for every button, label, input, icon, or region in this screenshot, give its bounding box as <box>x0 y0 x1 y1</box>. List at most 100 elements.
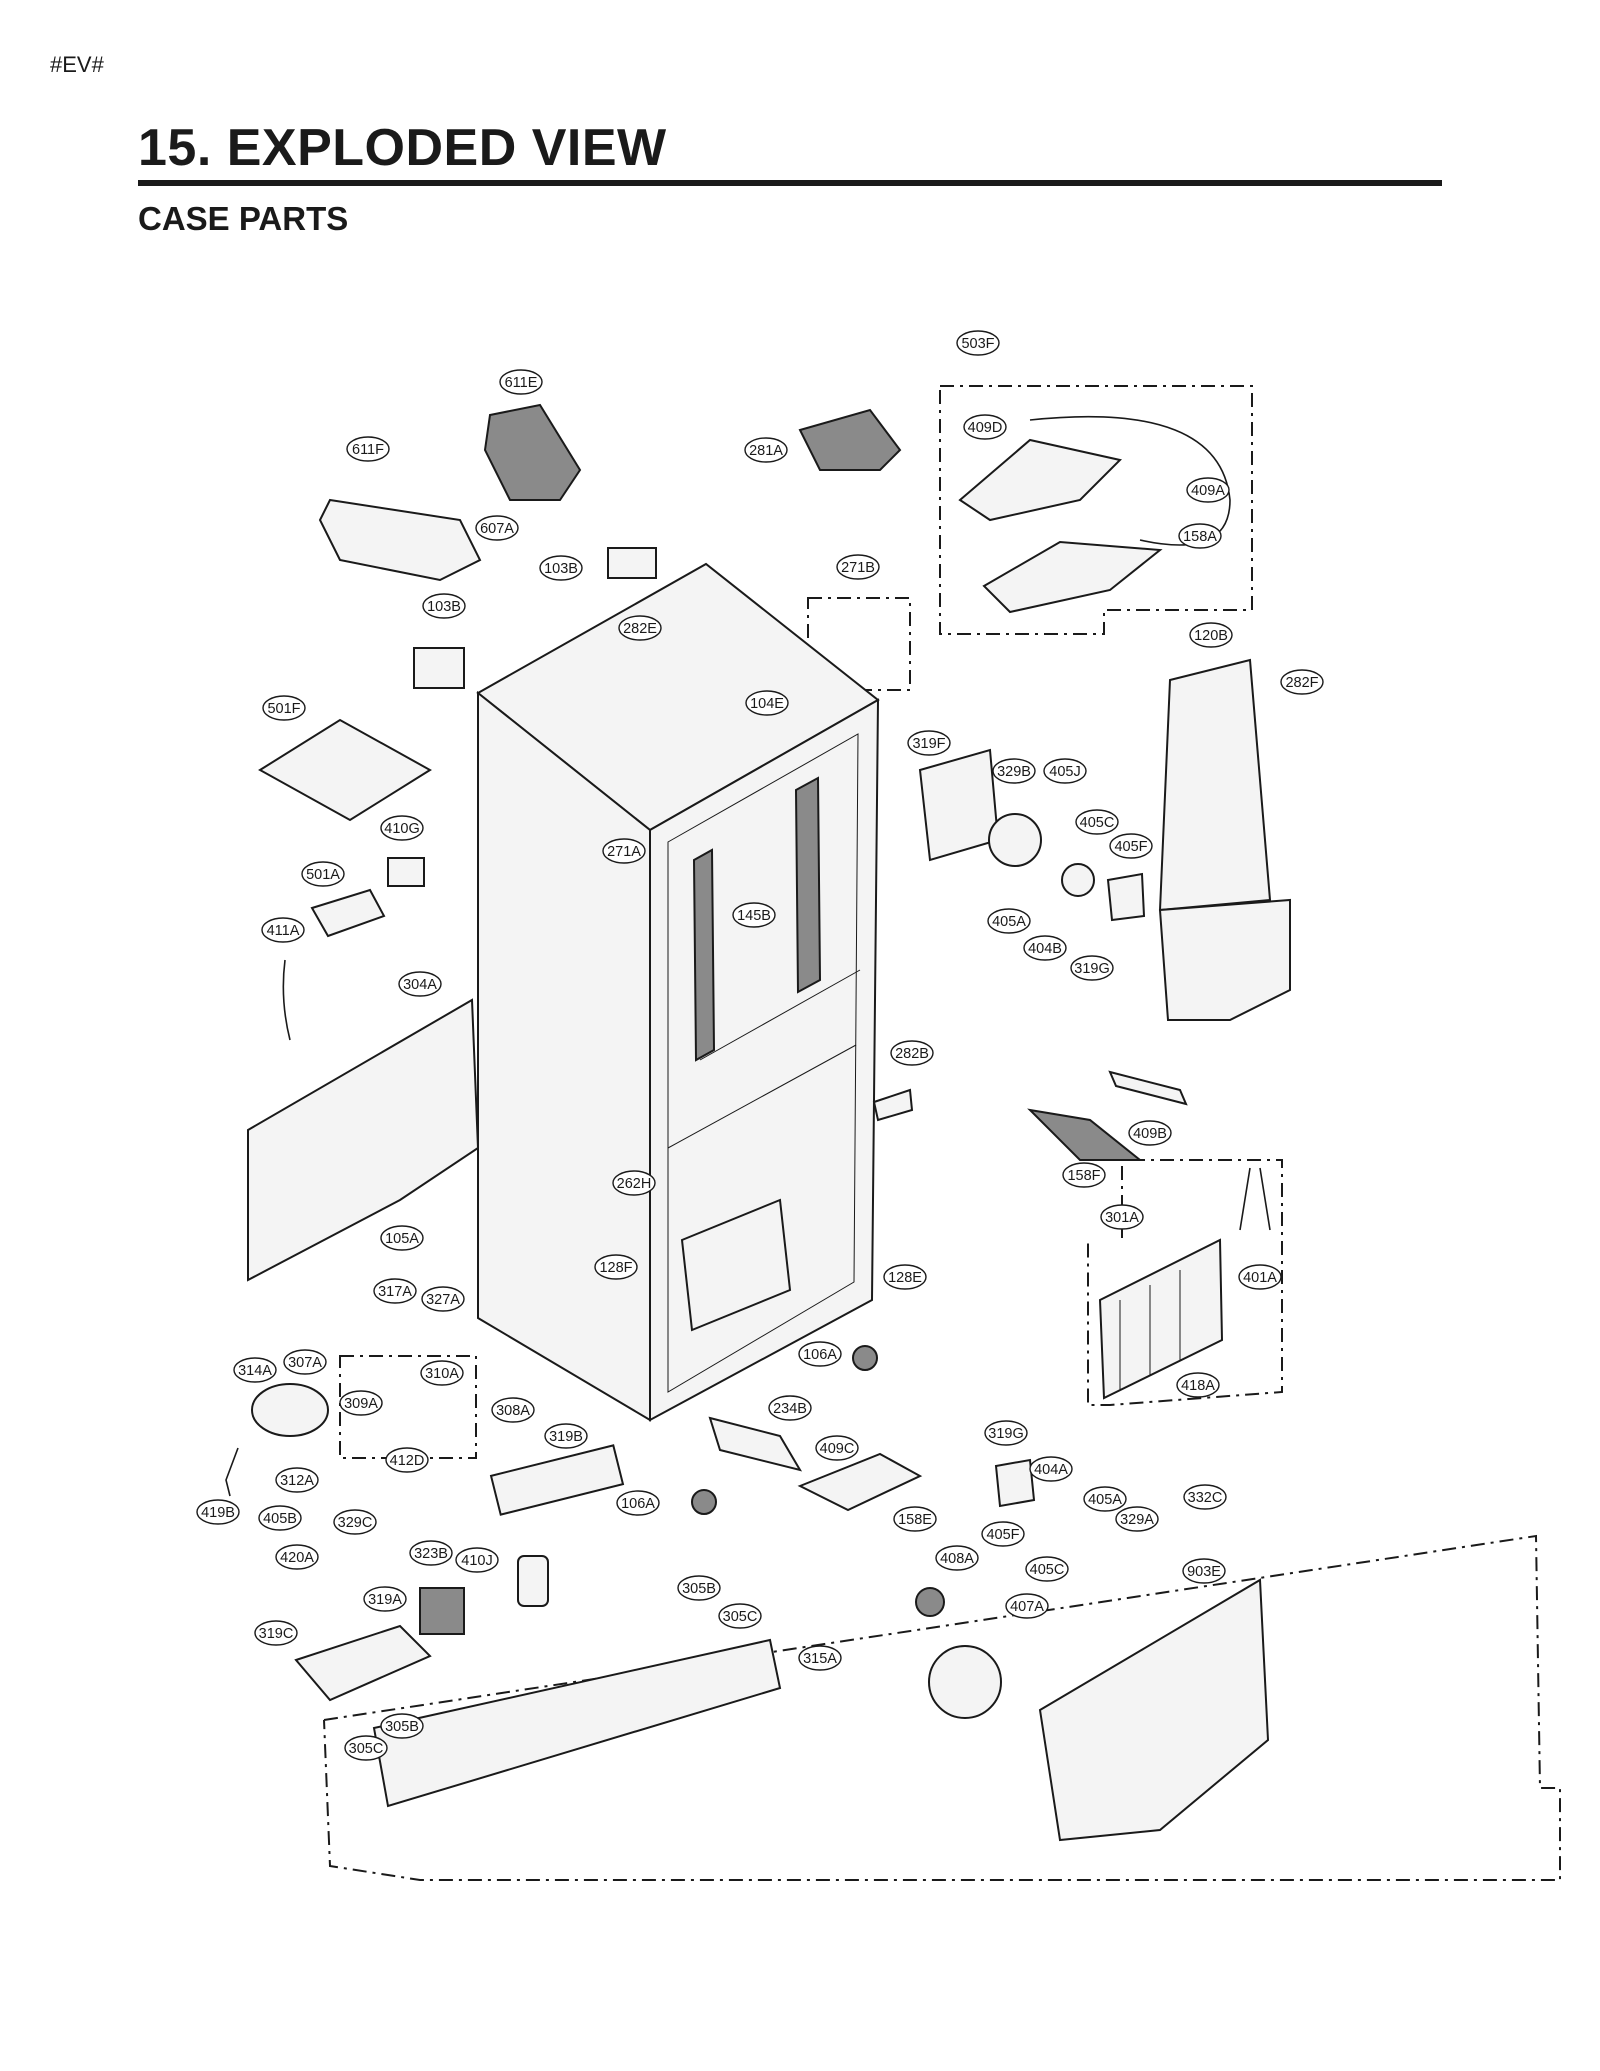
callout-label: 611F <box>352 442 384 458</box>
callout-label: 419B <box>201 1505 235 1521</box>
callout-106a-2: 106A <box>616 1490 660 1516</box>
callout-bubble <box>455 1547 499 1573</box>
part-315A-baseplate <box>372 1638 782 1808</box>
evaporator-assembly <box>1098 1167 1271 1400</box>
callout-282b: 282B <box>890 1040 934 1066</box>
group-503F <box>939 385 1253 635</box>
part-319G-bracket <box>1106 872 1146 922</box>
callout-bubble <box>893 1506 937 1532</box>
callout-bubble <box>798 1341 842 1367</box>
part-103B-bracket-1 <box>607 547 657 579</box>
callout-611f: 611F <box>346 436 390 462</box>
top-right-parts <box>798 408 1291 1161</box>
part-319F-housing <box>918 748 1000 862</box>
callout-158e: 158E <box>893 1506 937 1532</box>
callout-bubble <box>768 1395 812 1421</box>
callout-bubble <box>883 1264 927 1290</box>
cabinet-case <box>476 562 880 1422</box>
callout-329a: 329A <box>1115 1506 1159 1532</box>
part-410J-capacitor <box>517 1555 549 1607</box>
callout-305c-2: 305C <box>344 1735 388 1761</box>
callout-bubble <box>491 1397 535 1423</box>
callout-332c: 332C <box>1183 1484 1227 1510</box>
callout-label: 405F <box>1114 839 1147 855</box>
callout-bubble <box>333 1509 377 1535</box>
callout-label: 410G <box>384 821 419 837</box>
callout-128f: 128F <box>594 1254 638 1280</box>
callout-label: 305B <box>682 1581 716 1597</box>
callout-label: 329B <box>997 764 1031 780</box>
callout-bubble <box>398 971 442 997</box>
part-158A-tray <box>982 540 1163 614</box>
callout-bubble <box>1238 1264 1282 1290</box>
callout-317a: 317A <box>373 1278 417 1304</box>
part-401A-clip <box>1239 1167 1271 1231</box>
callout-label: 329A <box>1120 1512 1154 1528</box>
callout-158f: 158F <box>1062 1162 1106 1188</box>
callout-281a: 281A <box>744 437 788 463</box>
part-611F-tray <box>318 498 482 582</box>
callout-bubble <box>539 555 583 581</box>
part-409C-tray <box>797 1452 923 1512</box>
callout-319g-1: 319G <box>1070 955 1114 981</box>
part-329B-fan <box>988 813 1042 867</box>
callout-bubble <box>1109 833 1153 859</box>
callout-bubble <box>956 330 1000 356</box>
callout-bubble <box>1115 1506 1159 1532</box>
callout-bubble <box>1189 622 1233 648</box>
callout-bubble <box>744 437 788 463</box>
callout-label: 234B <box>773 1401 807 1417</box>
part-282B-hinge <box>872 1088 914 1122</box>
callout-145b: 145B <box>732 902 776 928</box>
callout-106a-1: 106A <box>798 1341 842 1367</box>
callout-bubble <box>363 1586 407 1612</box>
group-308A <box>339 1355 477 1459</box>
callout-327a: 327A <box>421 1286 465 1312</box>
callout-305b-2: 305B <box>380 1713 424 1739</box>
callout-label: 304A <box>403 977 437 993</box>
part-411A-cord <box>282 959 291 1041</box>
callout-label: 418A <box>1181 1378 1215 1394</box>
callout-bubble <box>409 1540 453 1566</box>
callout-label: 405C <box>1030 1562 1065 1578</box>
part-281A-cover <box>798 408 902 471</box>
callout-label: 409C <box>820 1441 855 1457</box>
callout-301a: 301A <box>1100 1204 1144 1230</box>
callout-bubble <box>373 1278 417 1304</box>
part-903E-cover <box>1038 1578 1270 1842</box>
callout-407a: 407A <box>1005 1593 1049 1619</box>
part-319G-bracket-2 <box>994 1458 1036 1508</box>
callout-label: 903E <box>1187 1564 1221 1580</box>
callout-label: 327A <box>426 1292 460 1308</box>
callout-label: 305C <box>723 1609 758 1625</box>
callout-bubble <box>745 690 789 716</box>
callout-bubble <box>1182 1558 1226 1584</box>
callout-bubble <box>258 1505 302 1531</box>
callout-bubble <box>1083 1486 1127 1512</box>
callout-label: 262H <box>617 1176 652 1192</box>
callout-label: 301A <box>1105 1210 1139 1226</box>
callout-label: 319F <box>912 736 945 752</box>
callout-label: 309A <box>344 1396 378 1412</box>
group-315A <box>323 1534 1561 1881</box>
callout-401a: 401A <box>1238 1264 1282 1290</box>
callout-312a: 312A <box>275 1467 319 1493</box>
callout-bubble <box>981 1521 1025 1547</box>
callout-bubble <box>275 1467 319 1493</box>
callout-408a: 408A <box>935 1545 979 1571</box>
callout-bubble <box>1005 1593 1049 1619</box>
callout-label: 310A <box>425 1366 459 1382</box>
callout-label: 501A <box>306 867 340 883</box>
callout-label: 319C <box>259 1626 294 1642</box>
callout-label: 607A <box>480 521 514 537</box>
callout-bubble <box>283 1349 327 1375</box>
callout-bubble <box>380 1713 424 1739</box>
callout-label: 106A <box>803 1347 837 1363</box>
page-title: 15. EXPLODED VIEW <box>138 119 667 177</box>
callout-271b: 271B <box>836 554 880 580</box>
callout-309a: 309A <box>339 1390 383 1416</box>
callout-105a: 105A <box>380 1225 424 1251</box>
callout-label: 405A <box>1088 1492 1122 1508</box>
callout-bubble <box>1186 477 1230 503</box>
callout-label: 405C <box>1080 815 1115 831</box>
